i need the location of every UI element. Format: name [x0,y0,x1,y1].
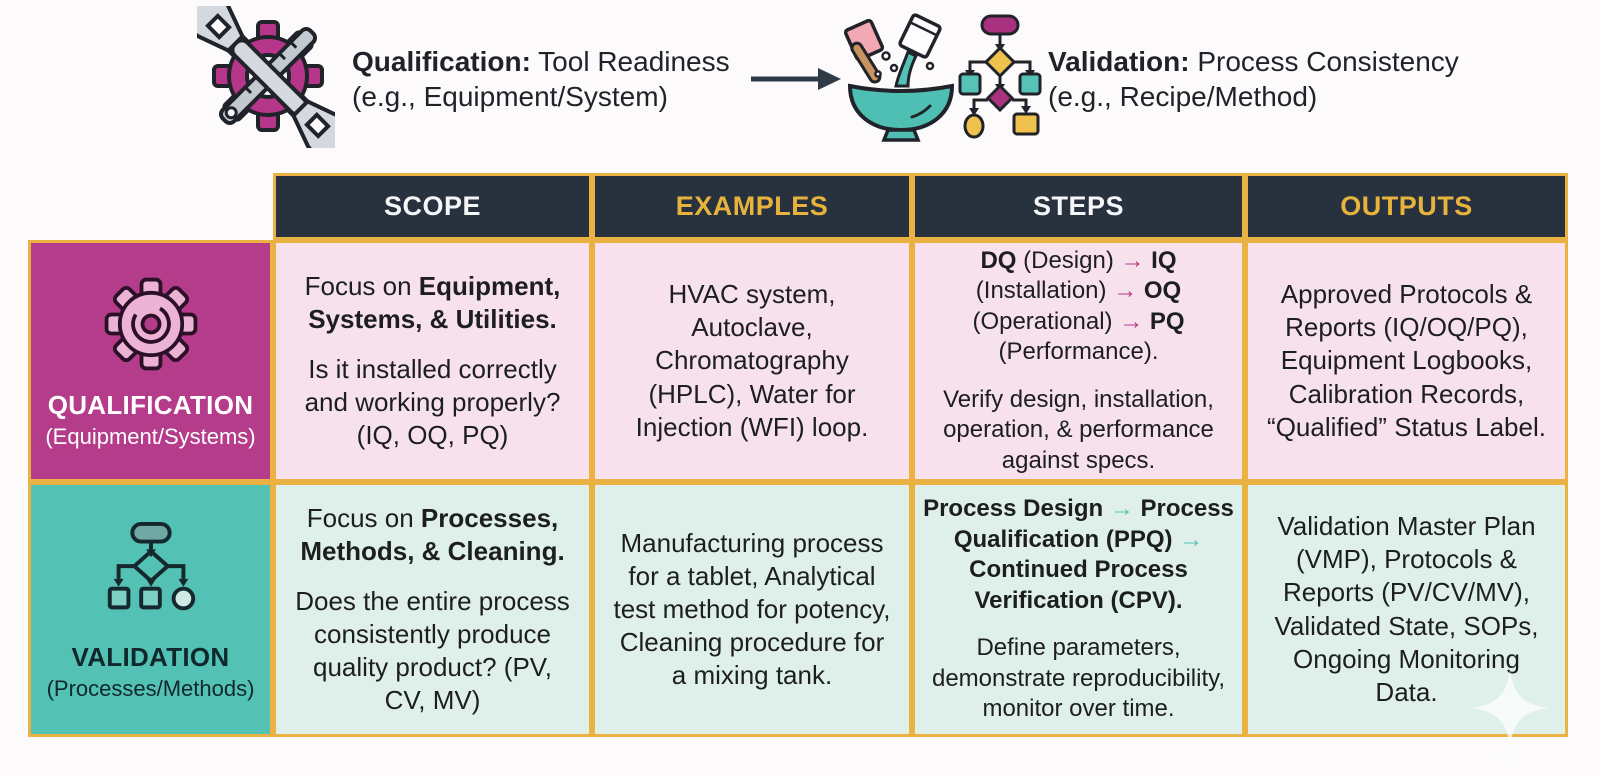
row-label-qualification: QUALIFICATION (Equipment/Systems) [28,240,273,482]
row-title-qualification: QUALIFICATION [47,390,254,420]
sparkle-small-icon [1496,744,1520,768]
row-subtitle-validation: (Processes/Methods) [46,675,255,701]
cell-qualification-examples: HVAC system, Autoclave, Chromatography (… [592,240,912,482]
flowchart-mini-icon [958,14,1042,139]
row-subtitle-qualification: (Equipment/Systems) [45,424,256,449]
cell-qualification-steps: DQ (Design) → IQ (Installation) → OQ (Op… [912,240,1245,482]
row-label-validation: VALIDATION (Processes/Methods) [28,482,273,737]
column-header-outputs: OUTPUTS [1245,173,1568,240]
mixing-bowl-icon [843,13,955,142]
cell-qualification-outputs: Approved Protocols & Reports (IQ/OQ/PQ),… [1245,240,1568,482]
corner-spacer [28,173,273,240]
cell-validation-examples: Manufacturing process for a tablet, Anal… [592,482,912,737]
flowchart-icon [107,521,195,610]
gear-icon [104,277,197,371]
column-header-steps: STEPS [912,173,1245,240]
cell-qualification-scope: Focus on Equipment, Systems, & Utilities… [273,240,592,482]
cell-validation-outputs: Validation Master Plan (VMP), Protocols … [1245,482,1568,737]
cell-validation-steps: Process Design → Process Qualification (… [912,482,1245,737]
comparison-table: SCOPE EXAMPLES STEPS OUTPUTS [28,173,1568,737]
column-header-scope: SCOPE [273,173,592,240]
cell-validation-scope: Focus on Processes, Methods, & Cleaning.… [273,482,592,737]
top-header: Qualification: Tool Readiness(e.g., Equi… [0,0,1600,165]
validation-header-text: Validation: Process Consistency(e.g., Re… [1048,46,1459,112]
row-title-validation: VALIDATION [71,641,230,672]
qualification-header-text: Qualification: Tool Readiness(e.g., Equi… [352,46,730,112]
tools-icon [197,6,335,148]
column-header-examples: EXAMPLES [592,173,912,240]
arrow-right-icon [751,68,841,90]
